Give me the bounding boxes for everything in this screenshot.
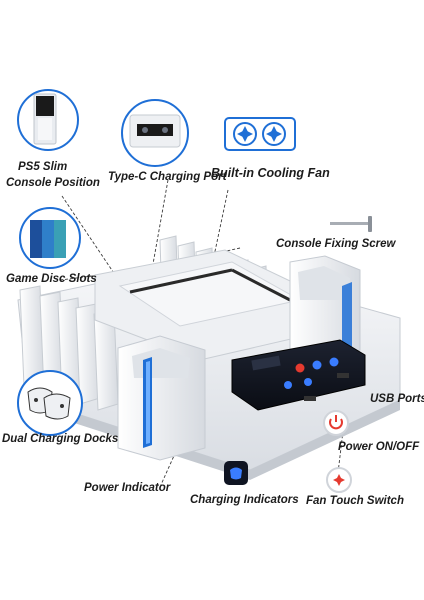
left-disc-slots	[19, 285, 119, 411]
label-game-disc-slots: Game Disc Slots	[6, 273, 97, 285]
usb-port	[337, 373, 349, 378]
label-fixing-screw: Console Fixing Screw	[276, 238, 396, 250]
usb-port	[304, 396, 316, 401]
label-fan-touch-switch: Fan Touch Switch	[306, 495, 404, 507]
label-dual-charging-docks: Dual Charging Docks	[2, 433, 119, 445]
charging-stand	[17, 235, 401, 480]
right-controller-dock	[289, 255, 361, 363]
label-power-indicator: Power Indicator	[84, 482, 171, 494]
charging-indicator-icon	[224, 461, 248, 485]
control-panel	[231, 339, 366, 411]
cooling-fan-icon	[224, 117, 296, 151]
label-cooling-fan: Built-in Cooling Fan	[211, 166, 330, 180]
front-controller-dock	[117, 335, 206, 461]
power-button-icon	[323, 410, 349, 436]
fan-switch-icon	[326, 467, 352, 493]
label-console-position: Console Position	[6, 177, 100, 189]
label-ps5-slim: PS5 Slim	[18, 161, 68, 173]
label-type-c-port: Type-C Charging Port	[108, 171, 227, 183]
game-disc-icon	[19, 207, 81, 269]
label-charging-indicators: Charging Indicators	[190, 494, 299, 506]
label-power-on-off: Power ON/OFF	[338, 441, 420, 453]
controller-icon	[17, 370, 83, 436]
fixing-screw-icon	[330, 216, 372, 232]
label-usb-ports: USB Ports	[370, 393, 424, 405]
type-c-port-closeup-icon	[121, 99, 189, 167]
ps5-console-icon	[17, 89, 79, 151]
